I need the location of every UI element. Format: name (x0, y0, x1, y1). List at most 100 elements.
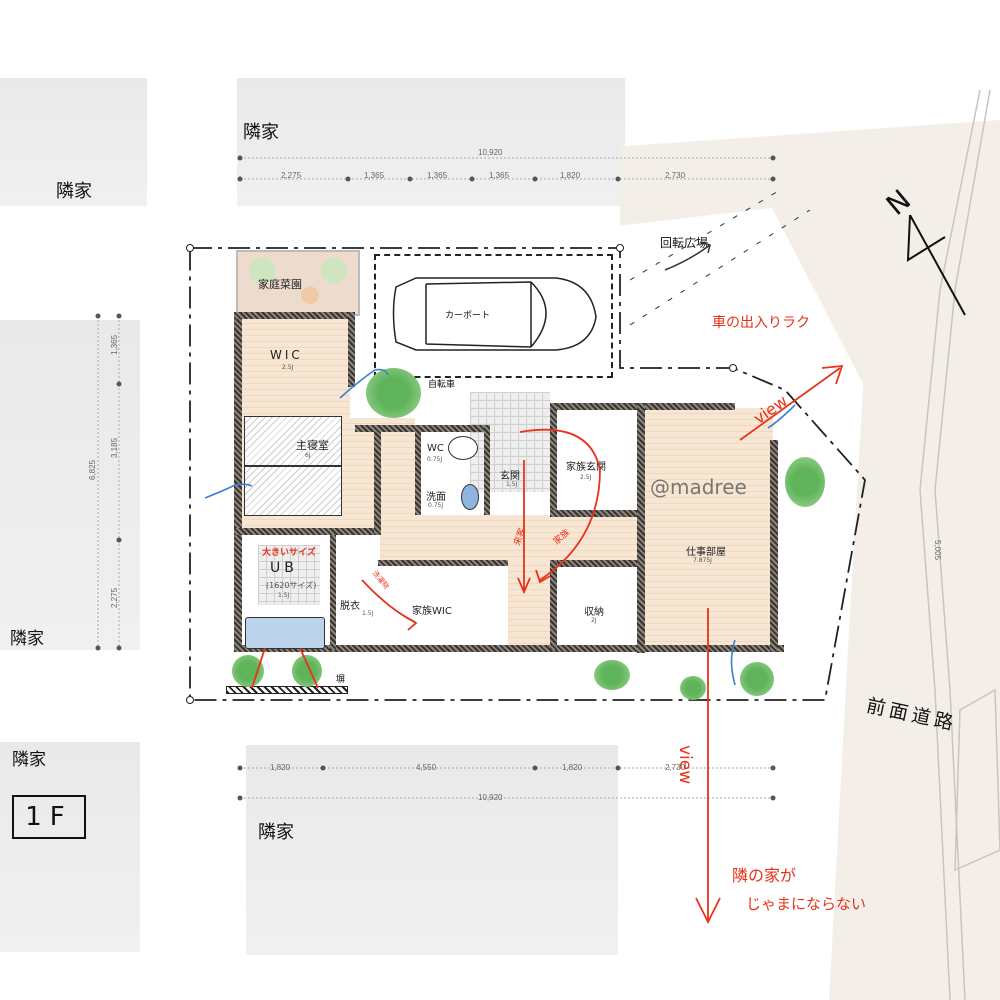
floor-family-wic (380, 565, 505, 645)
site-boundary (186, 244, 866, 704)
wall (550, 560, 557, 650)
dim-bottom-seg-4: 2,730 (665, 763, 686, 772)
room-size-dressing: 1.5J (362, 610, 374, 617)
dim-top-seg-6: 2,730 (665, 171, 686, 180)
bed (244, 416, 342, 466)
no-obstruction-annotation-1: 隣の家が (732, 866, 797, 885)
neighbor-label-left-mid: 隣家 (10, 629, 44, 649)
tree (232, 655, 264, 687)
wall (484, 425, 490, 515)
room-label-wc: WC (427, 443, 444, 454)
room-size-master-bedroom: 6J (305, 452, 311, 459)
neighbor-lot-bottom-left (0, 742, 140, 952)
dim-bottom-total: 10,920 (478, 793, 503, 802)
room-size-wic-master: 2.5J (282, 364, 294, 371)
road-car-outline (919, 90, 1000, 1000)
room-size-wc: 0.75J (427, 456, 443, 463)
dimension-lines-top (237, 155, 776, 182)
car-access-annotation: 車の出入りラク (712, 315, 810, 331)
dim-top-seg-1: 2,275 (281, 171, 302, 180)
wall (378, 560, 508, 566)
wall (637, 403, 645, 653)
dim-bottom-seg-3: 1,820 (562, 763, 583, 772)
dim-top-seg-2: 1,365 (364, 171, 385, 180)
room-label-wic-master: WIC (270, 348, 303, 362)
room-label-unit-bath: UB (270, 560, 298, 576)
room-size-washroom: 0.75J (428, 502, 444, 509)
wall (234, 528, 374, 535)
neighbor-label-left-bottom: 隣家 (12, 750, 46, 770)
wall (234, 312, 354, 319)
wall (234, 312, 242, 652)
tree (740, 662, 774, 696)
bed (244, 466, 342, 516)
wall (550, 510, 645, 517)
tree (785, 457, 825, 507)
dim-top-seg-5: 1,820 (560, 171, 581, 180)
neighbor-label-top: 隣家 (243, 122, 279, 143)
car-icon (392, 277, 597, 351)
room-size-entrance: 1.5J (506, 481, 518, 488)
wall (550, 560, 645, 567)
room-size-unit-bath: 1.5J (278, 592, 290, 599)
turnaround-dashed-lines (629, 190, 811, 326)
big-size-annotation: 大きいサイズ (262, 548, 316, 558)
toilet-icon (448, 436, 478, 460)
view-annotation-2: view (675, 745, 695, 785)
north-arrow-icon (906, 215, 966, 316)
floor-storage (555, 565, 635, 645)
dim-top-total: 10,920 (478, 148, 503, 157)
room-label-work-room: 仕事部屋 (686, 547, 726, 558)
room-label-garden: 家庭菜園 (258, 278, 302, 291)
room-label-entrance: 玄関 (500, 471, 520, 482)
neighbor-label-left-top: 隣家 (56, 181, 92, 202)
carport-label: カーポート (445, 311, 491, 321)
sink-icon (461, 484, 479, 510)
floor-family-entrance (555, 410, 635, 510)
neighbor-lot-left-mid (0, 320, 140, 650)
wall (550, 403, 645, 410)
dimension-lines-bottom (237, 765, 776, 801)
bicycle-label: 自転車 (428, 380, 456, 390)
room-size-storage: 2J (591, 617, 597, 624)
floor-hall (380, 515, 645, 565)
wall (645, 403, 735, 410)
floor-ub-tile (258, 545, 320, 605)
room-label-dressing: 脱衣 (340, 601, 360, 612)
neighbor-label-bottom: 隣家 (258, 822, 294, 843)
tree (292, 655, 322, 687)
bathtub (245, 617, 325, 649)
tree (680, 676, 706, 700)
neighbor-lot-top-left (0, 78, 147, 206)
wall (374, 425, 381, 535)
dim-top-seg-3: 1,365 (427, 171, 448, 180)
floor-work-room (645, 408, 773, 648)
room-label-family-wic: 家族WIC (412, 606, 452, 617)
wall (415, 425, 421, 515)
wall (330, 535, 336, 650)
room-label-master-bedroom: 主寝室 (296, 439, 329, 452)
dim-top-seg-4: 1,365 (489, 171, 510, 180)
tree (366, 368, 421, 418)
room-size-family-entrance: 2.5J (580, 474, 592, 481)
carport-area (374, 254, 613, 378)
tree (594, 660, 630, 690)
dim-bottom-seg-1: 1,820 (270, 763, 291, 772)
room-label-storage: 収納 (584, 607, 604, 618)
fence-label: 塀 (336, 675, 346, 685)
dimension-lines-left (95, 313, 122, 651)
wall (770, 440, 778, 652)
neighbor-lot-bottom (246, 745, 618, 955)
watermark: @madree (650, 475, 747, 499)
floor-stairs (508, 560, 552, 645)
floor-badge: 1F (12, 795, 86, 839)
turnaround-area-label: 回転広場 (660, 236, 709, 250)
room-label-washroom: 洗面 (426, 492, 446, 503)
wall (550, 403, 557, 513)
dim-bottom-seg-2: 4,550 (416, 763, 437, 772)
no-obstruction-annotation-2: じゃまにならない (746, 895, 867, 913)
fence (226, 686, 348, 694)
room-size-work-room: 7.875J (693, 557, 712, 564)
room-label-family-entrance: 家族玄関 (566, 462, 606, 473)
